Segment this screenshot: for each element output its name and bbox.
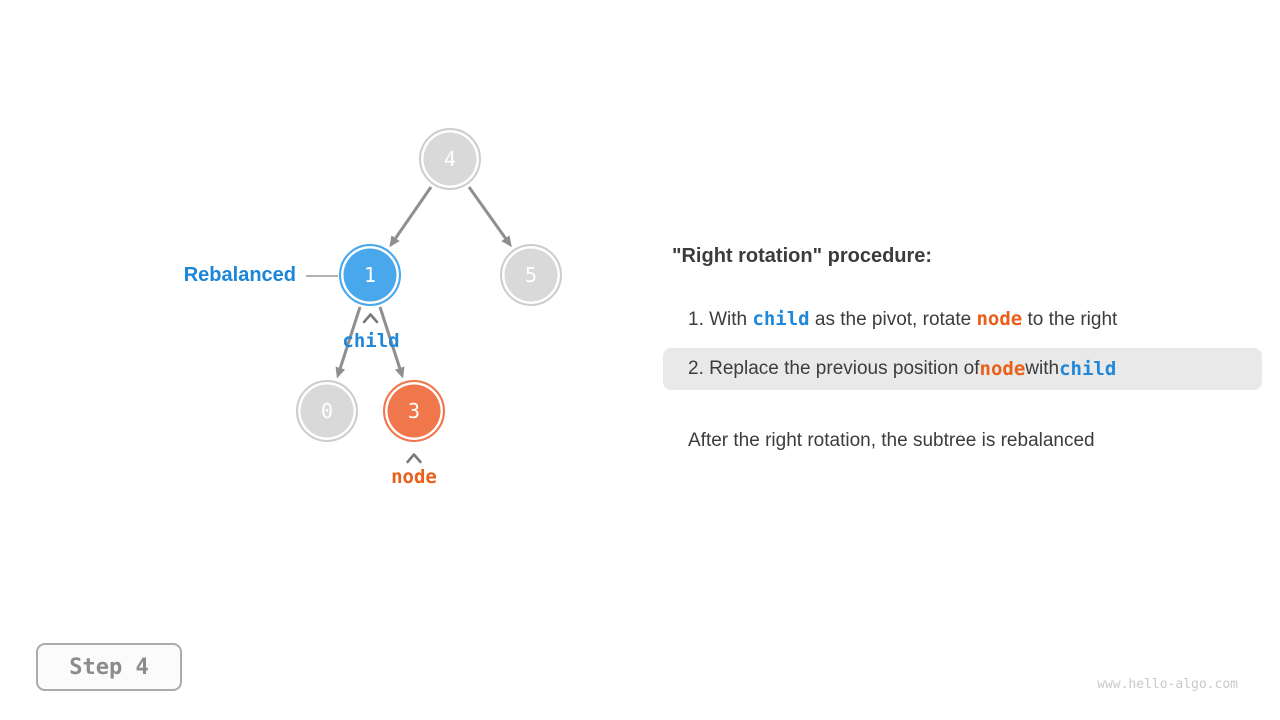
result-note: After the right rotation, the subtree is… bbox=[688, 430, 1095, 451]
node-pointer-label: node bbox=[391, 466, 437, 488]
step-2-text: 2. Replace the previous position of bbox=[688, 358, 980, 379]
tree-node-3: 3 bbox=[383, 380, 445, 442]
caret-up-icon bbox=[362, 313, 379, 324]
step-1-text: to the right bbox=[1022, 309, 1118, 330]
step-1-text: as the pivot, rotate bbox=[809, 309, 977, 330]
step-1-code-child: child bbox=[752, 308, 810, 330]
watermark: www.hello-algo.com bbox=[1097, 677, 1238, 692]
tree-node-1: 1 bbox=[339, 244, 401, 306]
edge-4-to-1 bbox=[389, 186, 433, 248]
child-pointer-label: child bbox=[342, 330, 400, 352]
caret-up-icon bbox=[406, 453, 422, 464]
procedure-step-1: 1. With child as the pivot, rotate node … bbox=[688, 308, 1117, 331]
tree-node-0: 0 bbox=[296, 380, 358, 442]
edge-1-to-3 bbox=[378, 306, 405, 379]
tree-node-4: 4 bbox=[419, 128, 481, 190]
step-1-text: 1. With bbox=[688, 309, 753, 330]
rebalanced-label: Rebalanced bbox=[183, 264, 296, 286]
panel-title: "Right rotation" procedure: bbox=[672, 245, 933, 267]
procedure-step-2-highlighted: 2. Replace the previous position of node… bbox=[663, 348, 1262, 390]
step-1-code-node: node bbox=[976, 308, 1023, 330]
step-2-text: with bbox=[1025, 358, 1060, 379]
edge-4-to-5 bbox=[467, 186, 512, 248]
step-2-code-node: node bbox=[979, 358, 1026, 380]
step-indicator: Step 4 bbox=[36, 643, 182, 691]
tree-node-5: 5 bbox=[500, 244, 562, 306]
edge-1-to-0 bbox=[335, 306, 362, 379]
step-2-code-child: child bbox=[1059, 358, 1117, 380]
